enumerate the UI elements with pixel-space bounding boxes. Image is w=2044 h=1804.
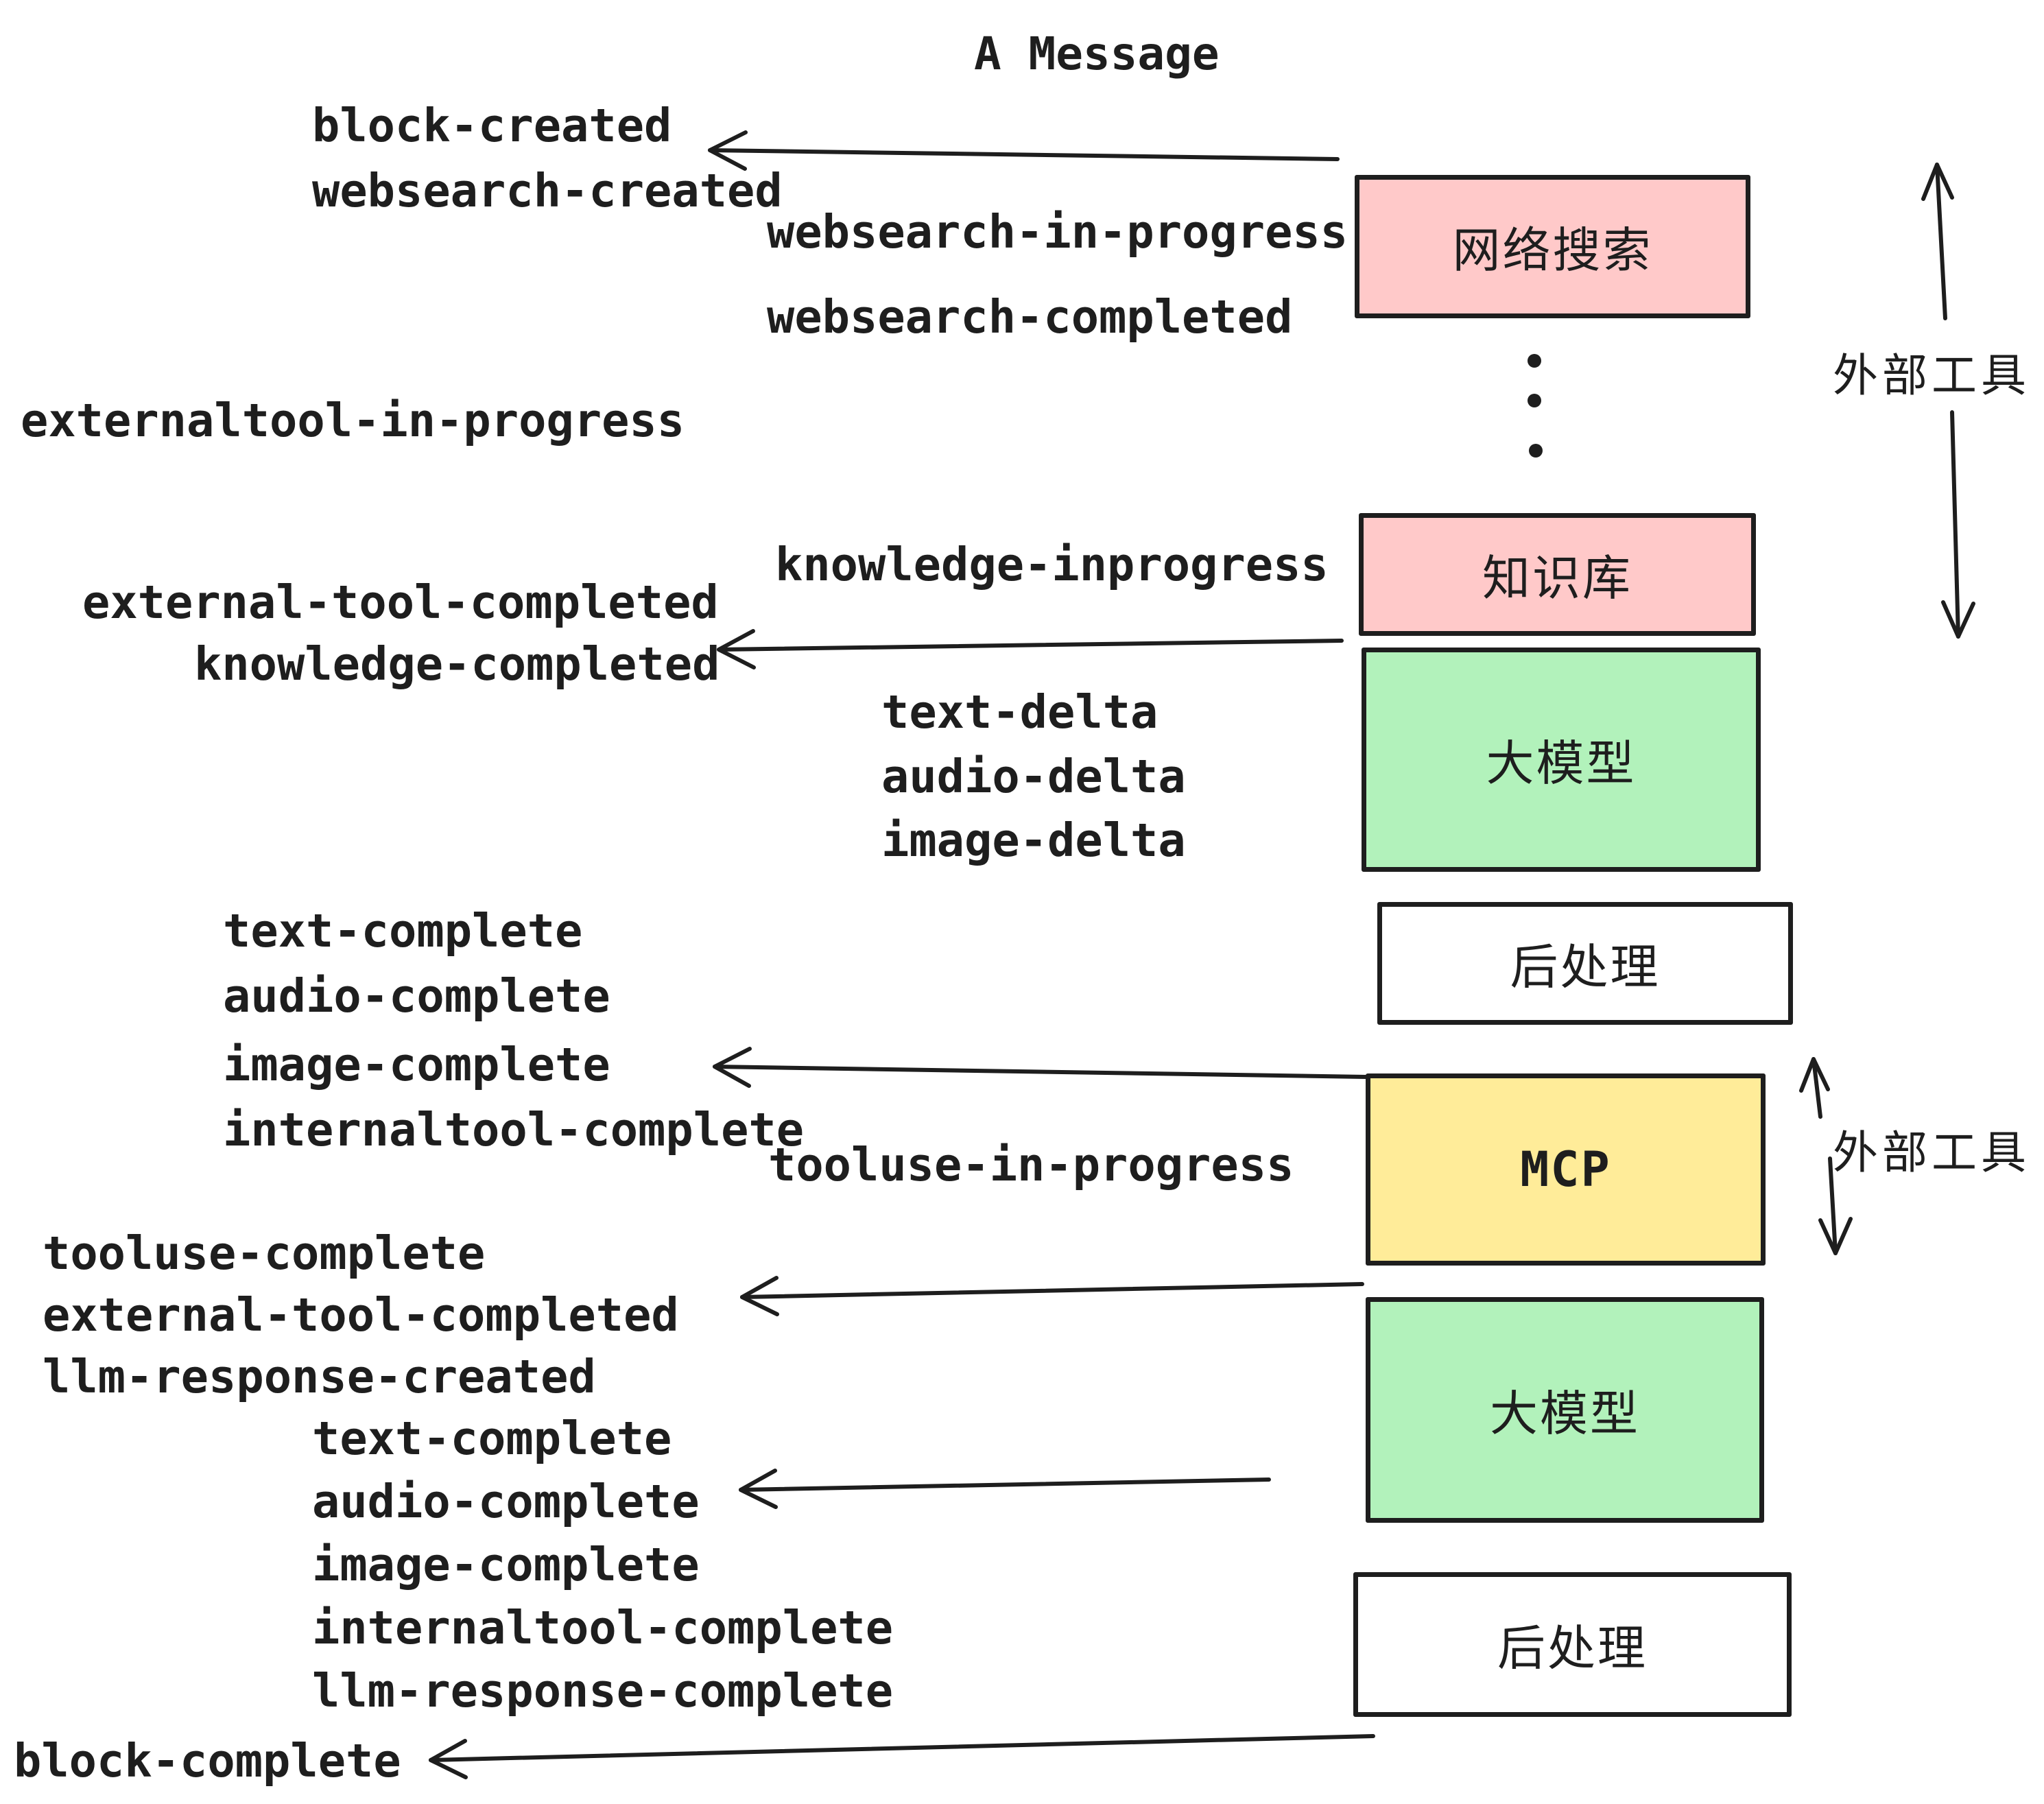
event-llm-response-created: llm-response-created [43, 1350, 596, 1403]
arrow-to-block-created [708, 130, 1340, 171]
event-externaltool-in-progress: externaltool-in-progress [21, 394, 685, 447]
arrow-to-tooluse-complete [740, 1276, 1364, 1316]
event-llm-response-complete: llm-response-complete [312, 1664, 894, 1718]
box-knowledge-label: 知识库 [1482, 550, 1632, 606]
box-websearch: 网络搜索 [1355, 175, 1750, 318]
event-knowledge-inprogress: knowledge-inprogress [775, 538, 1329, 591]
external-tools-label-top: 外部工具 [1833, 349, 2030, 402]
box-postprocess-2-label: 后处理 [1497, 1620, 1648, 1676]
event-text-delta-1: text-delta [881, 685, 1158, 739]
box-llm-1-label: 大模型 [1486, 735, 1637, 792]
box-llm-2-label: 大模型 [1490, 1386, 1640, 1442]
box-websearch-label: 网络搜索 [1452, 222, 1653, 278]
box-llm-1: 大模型 [1362, 648, 1761, 872]
event-external-tool-completed-2: external-tool-completed [43, 1288, 679, 1342]
event-websearch-in-progress: websearch-in-progress [767, 205, 1348, 259]
mcp-external-tools-down-arrow [1818, 1156, 1853, 1255]
event-external-tool-completed-1: external-tool-completed [82, 575, 719, 629]
event-internaltool-complete-2: internaltool-complete [312, 1601, 894, 1654]
box-postprocess-1: 后处理 [1377, 902, 1793, 1025]
box-postprocess-2: 后处理 [1353, 1572, 1792, 1717]
box-llm-2: 大模型 [1366, 1297, 1764, 1523]
external-tools-label-mcp: 外部工具 [1833, 1126, 2030, 1179]
event-internaltool-complete-1: internaltool-complete [223, 1103, 805, 1156]
ellipsis-dots [1528, 354, 1543, 458]
event-image-delta-1: image-delta [881, 814, 1186, 867]
event-image-complete-1: image-complete [223, 1038, 610, 1091]
box-knowledge: 知识库 [1359, 513, 1756, 636]
event-text-complete-2: text-complete [312, 1412, 672, 1465]
external-tools-down-arrow [1941, 410, 1975, 639]
diagram-title: A Message [974, 27, 1220, 80]
event-block-complete: block-complete [14, 1734, 401, 1788]
arrow-to-audio-complete [739, 1469, 1271, 1509]
event-tooluse-in-progress: tooluse-in-progress [768, 1138, 1294, 1191]
event-block-created: block-created [312, 99, 672, 152]
event-tooluse-complete: tooluse-complete [43, 1226, 486, 1280]
event-text-complete-1: text-complete [223, 904, 583, 958]
event-audio-delta-1: audio-delta [881, 750, 1186, 803]
event-image-complete-2: image-complete [312, 1538, 700, 1591]
event-audio-complete-2: audio-complete [312, 1475, 700, 1528]
box-mcp-label: MCP [1520, 1141, 1611, 1198]
arrow-to-knowledge-completed [717, 629, 1344, 669]
box-mcp: MCP [1366, 1073, 1766, 1266]
external-tools-up-arrow [1921, 163, 1954, 320]
mcp-external-tools-up-arrow [1799, 1057, 1830, 1119]
event-websearch-created: websearch-created [312, 164, 783, 217]
box-postprocess-1-label: 后处理 [1510, 939, 1661, 995]
event-websearch-completed: websearch-completed [767, 290, 1293, 344]
event-knowledge-completed: knowledge-completed [194, 637, 720, 691]
arrow-to-image-complete [713, 1047, 1368, 1088]
event-audio-complete-1: audio-complete [223, 969, 610, 1023]
arrow-to-block-complete [429, 1734, 1375, 1779]
